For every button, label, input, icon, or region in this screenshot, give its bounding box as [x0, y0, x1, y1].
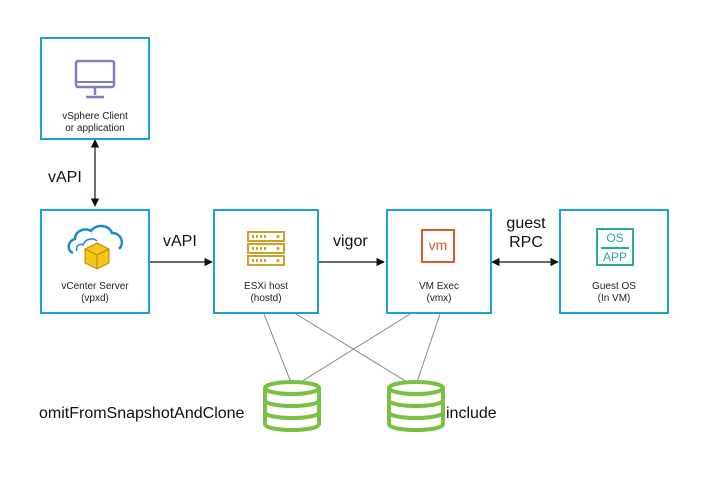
- database-icon: [387, 380, 445, 432]
- node-vcenter-server: vCenter Server (vpxd): [40, 209, 150, 314]
- os-app-icon: OS APP: [596, 228, 634, 266]
- node-label: ESXi host (hostd): [244, 281, 288, 304]
- link-vmx-db-left: [295, 313, 411, 386]
- datastore-label-right: include: [446, 405, 497, 422]
- vm-icon: [421, 229, 455, 263]
- node-esxi-host: ESXi host (hostd): [213, 209, 319, 314]
- os-app-divider: [601, 247, 629, 249]
- node-label: vSphere Client or application: [62, 111, 128, 134]
- link-esxi-db-right: [295, 313, 413, 386]
- os-label: OS: [606, 231, 624, 245]
- datastore-label-left: omitFromSnapshotAndClone: [39, 405, 245, 422]
- edge-label-vcenter-esxi: vAPI: [163, 233, 197, 250]
- link-esxi-db-left: [263, 313, 293, 386]
- edge-label-vmx-guest: guest RPC: [506, 215, 546, 251]
- monitor-icon: [74, 59, 116, 99]
- node-vm-exec: vm VM Exec (vmx): [386, 209, 492, 314]
- app-label: APP: [602, 250, 627, 264]
- node-vsphere-client: vSphere Client or application: [40, 37, 150, 140]
- edge-label-client-vcenter: vAPI: [48, 169, 82, 186]
- node-label: vCenter Server (vpxd): [61, 281, 129, 304]
- node-guest-os: OS APP Guest OS (In VM): [559, 209, 669, 314]
- vm-icon-text: vm: [428, 237, 448, 253]
- server-rack-icon: [247, 231, 285, 266]
- cloud-cube-icon: [67, 224, 124, 270]
- edge-label-esxi-vmx: vigor: [333, 233, 368, 250]
- node-label: VM Exec (vmx): [418, 281, 459, 304]
- database-icon: [263, 380, 321, 432]
- node-label: Guest OS (In VM): [592, 281, 636, 304]
- link-vmx-db-right: [415, 313, 441, 386]
